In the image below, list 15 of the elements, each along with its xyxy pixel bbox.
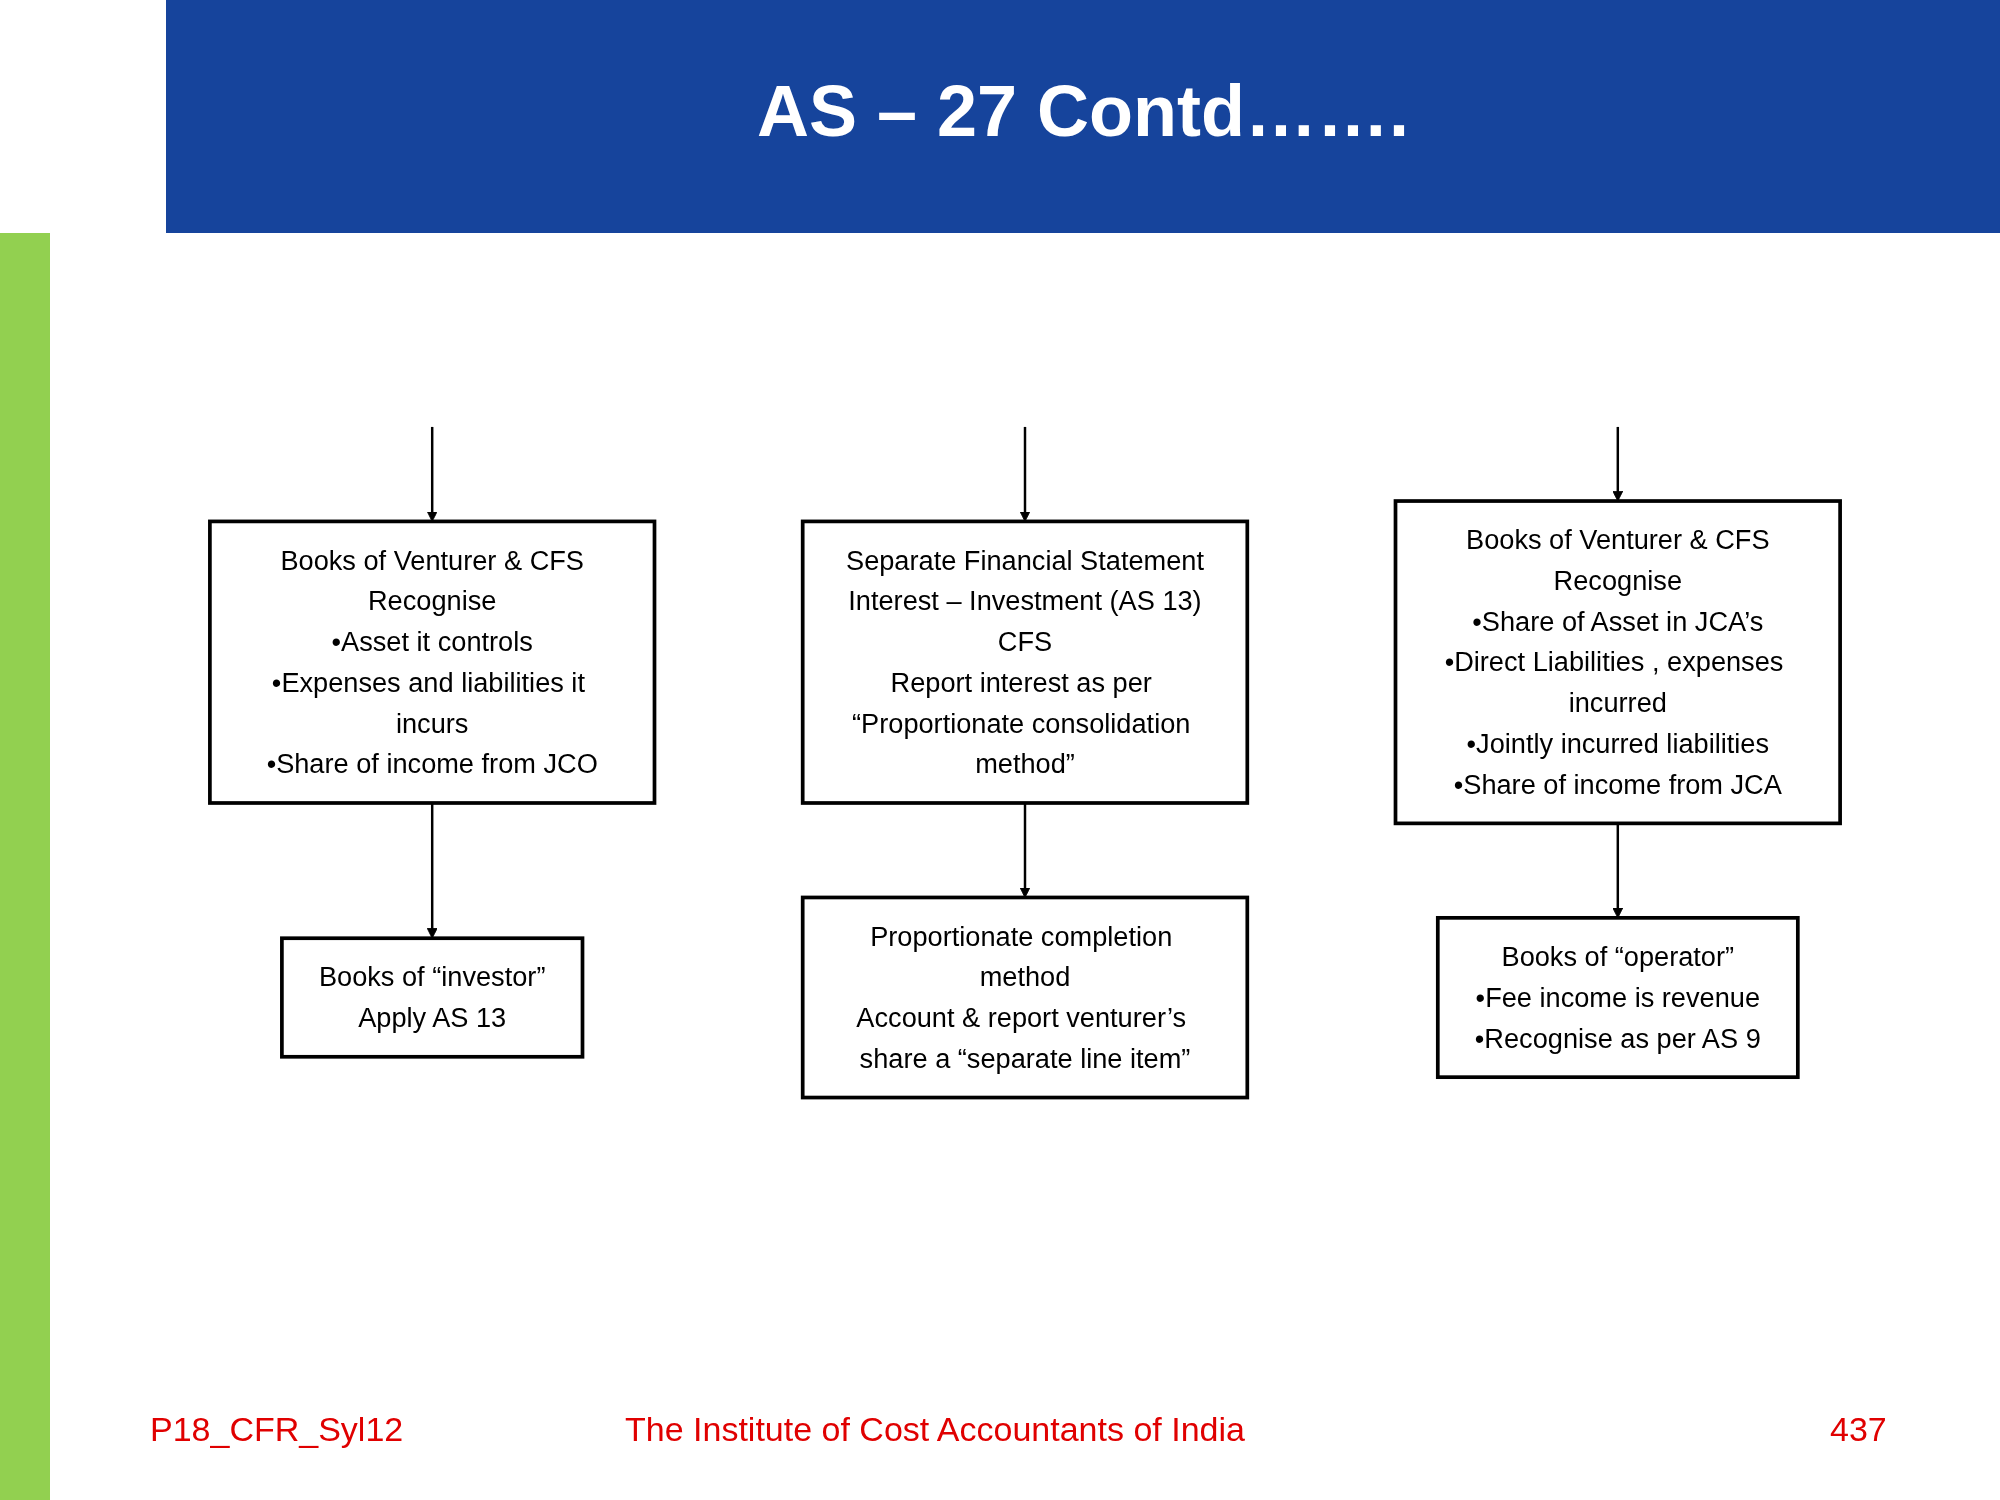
arrow [1612, 426, 1624, 502]
node-box: Books of “operator” •Fee income is revenue •Recognise as per AS 9 [1435, 916, 1800, 1079]
footer-text: The Institute of Cost Accountants of India [625, 1410, 1245, 1449]
arrow [1019, 426, 1031, 522]
footer-text: 437 [1830, 1410, 1887, 1449]
node-box: Books of Venturer & CFS Recognise •Share of Asset in JCA’s •Direct Liabilities , expenses incurred •Jointly incurred liabilities •Share of income from JCA [1393, 499, 1842, 826]
node-box: Books of Venturer & CFS Recognise •Asset it controls •Expenses and liabilities it incurs •Share of income from JCO [208, 519, 657, 805]
arrow [426, 803, 438, 939]
footer-text: P18_CFR_Syl12 [150, 1410, 404, 1449]
node-box: Books of “investor” Apply AS 13 [280, 936, 585, 1059]
node-box: Separate Financial Statement Interest – Investment (AS 13) CFS Report interest as per “Proportionate consolidation method” [800, 519, 1250, 805]
slide-title: AS – 27 Contd……. [755, 70, 1411, 152]
arrow [426, 426, 438, 522]
arrow [1019, 803, 1031, 898]
node-box: Proportionate completion method Account & report venturer’s share a “separate line item” [800, 895, 1250, 1100]
